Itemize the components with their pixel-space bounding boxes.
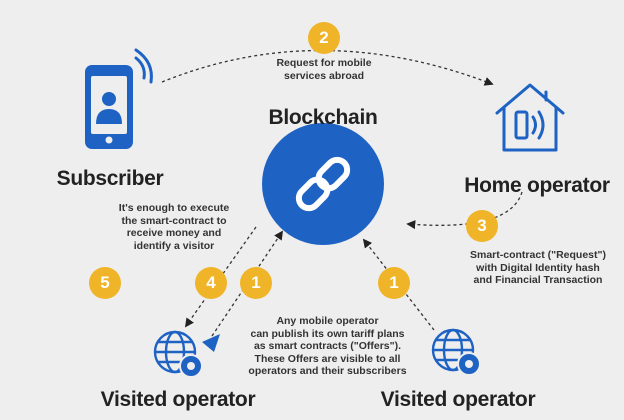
step-badge-1-left: 1: [240, 267, 272, 299]
house-wifi-icon: [495, 83, 565, 152]
blockchain-label: Blockchain: [268, 106, 378, 129]
step-badge-1-right: 1: [378, 267, 410, 299]
step-badge-2: 2: [308, 22, 340, 54]
globe-gear-icon: [153, 330, 203, 378]
home-operator-label: Home operator: [464, 174, 610, 197]
request-arc-arrow: [161, 49, 494, 86]
step-badge-5: 5: [89, 267, 121, 299]
step-3-description: Smart-contract ("Request") with Digital …: [470, 249, 606, 286]
step-badge-3: 3: [466, 210, 498, 242]
step-4-description: It's enough to execute the smart-contrac…: [118, 202, 230, 252]
visited-operator-left-label: Visited operator: [100, 388, 256, 411]
globe-gear-icon: [431, 328, 481, 376]
pointer-icon: [202, 334, 220, 352]
step-1-description: Any mobile operator can publish its own …: [248, 315, 407, 377]
offer-arrow-right: [362, 238, 435, 331]
step-2-description: Request for mobile services abroad: [276, 57, 372, 82]
link-chain-icon: [295, 156, 351, 212]
smartphone-user-icon: [85, 48, 153, 149]
visited-operator-right-label: Visited operator: [380, 388, 536, 411]
step-badge-4: 4: [195, 267, 227, 299]
subscriber-label: Subscriber: [56, 167, 164, 190]
blockchain-node: [262, 123, 384, 245]
